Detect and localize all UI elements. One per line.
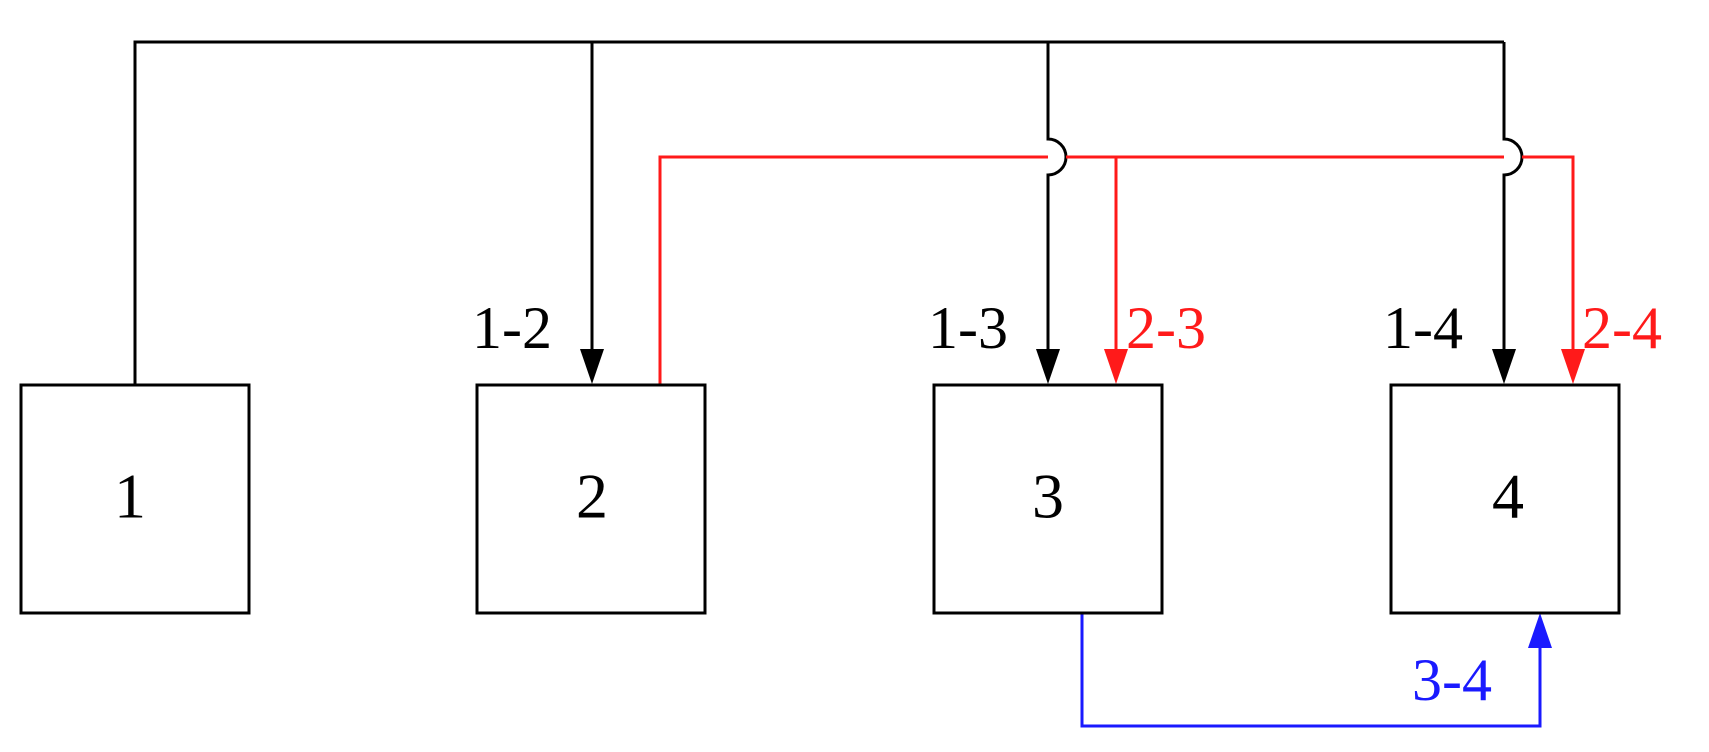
- edge-1-3-arrowhead: [1036, 349, 1060, 384]
- edge-1-3-line: [1046, 42, 1068, 352]
- node-3-box: [932, 383, 1164, 615]
- edge-2-4-arrowhead: [1561, 349, 1585, 384]
- node-2-box: [475, 383, 707, 615]
- edge-1-4-line: [1502, 42, 1524, 352]
- node-1-box: [19, 383, 251, 615]
- node-2-label: 2: [576, 461, 608, 532]
- node-4: 4: [1389, 383, 1621, 615]
- edges-red: [658, 155, 1585, 385]
- edge-1-trunk: [133, 40, 1504, 385]
- edges-blue: [1080, 612, 1552, 728]
- node-4-label: 4: [1492, 461, 1524, 532]
- node-3-label: 3: [1032, 461, 1064, 532]
- edge-2-trunk-end: [1522, 155, 1575, 352]
- edges-black: [133, 40, 1524, 385]
- edge-label-2-4: 2-4: [1582, 295, 1662, 361]
- edge-label-2-3: 2-3: [1126, 295, 1206, 361]
- edge-label-1-3: 1-3: [928, 295, 1008, 361]
- node-1: 1: [19, 383, 251, 615]
- edge-1-4-arrowhead: [1492, 349, 1516, 384]
- edge-label-3-4: 3-4: [1412, 647, 1492, 713]
- node-1-label: 1: [114, 461, 146, 532]
- node-4-box: [1389, 383, 1621, 615]
- edge-3-4-arrowhead: [1528, 613, 1552, 648]
- edge-label-1-4: 1-4: [1383, 295, 1463, 361]
- edge-3-4-line: [1080, 612, 1542, 728]
- node-2: 2: [475, 383, 707, 615]
- edge-label-1-2: 1-2: [472, 295, 552, 361]
- edge-1-2-arrowhead: [580, 349, 604, 384]
- edge-2-3-arrowhead: [1104, 349, 1128, 384]
- node-3: 3: [932, 383, 1164, 615]
- edge-2-trunk: [658, 155, 1048, 385]
